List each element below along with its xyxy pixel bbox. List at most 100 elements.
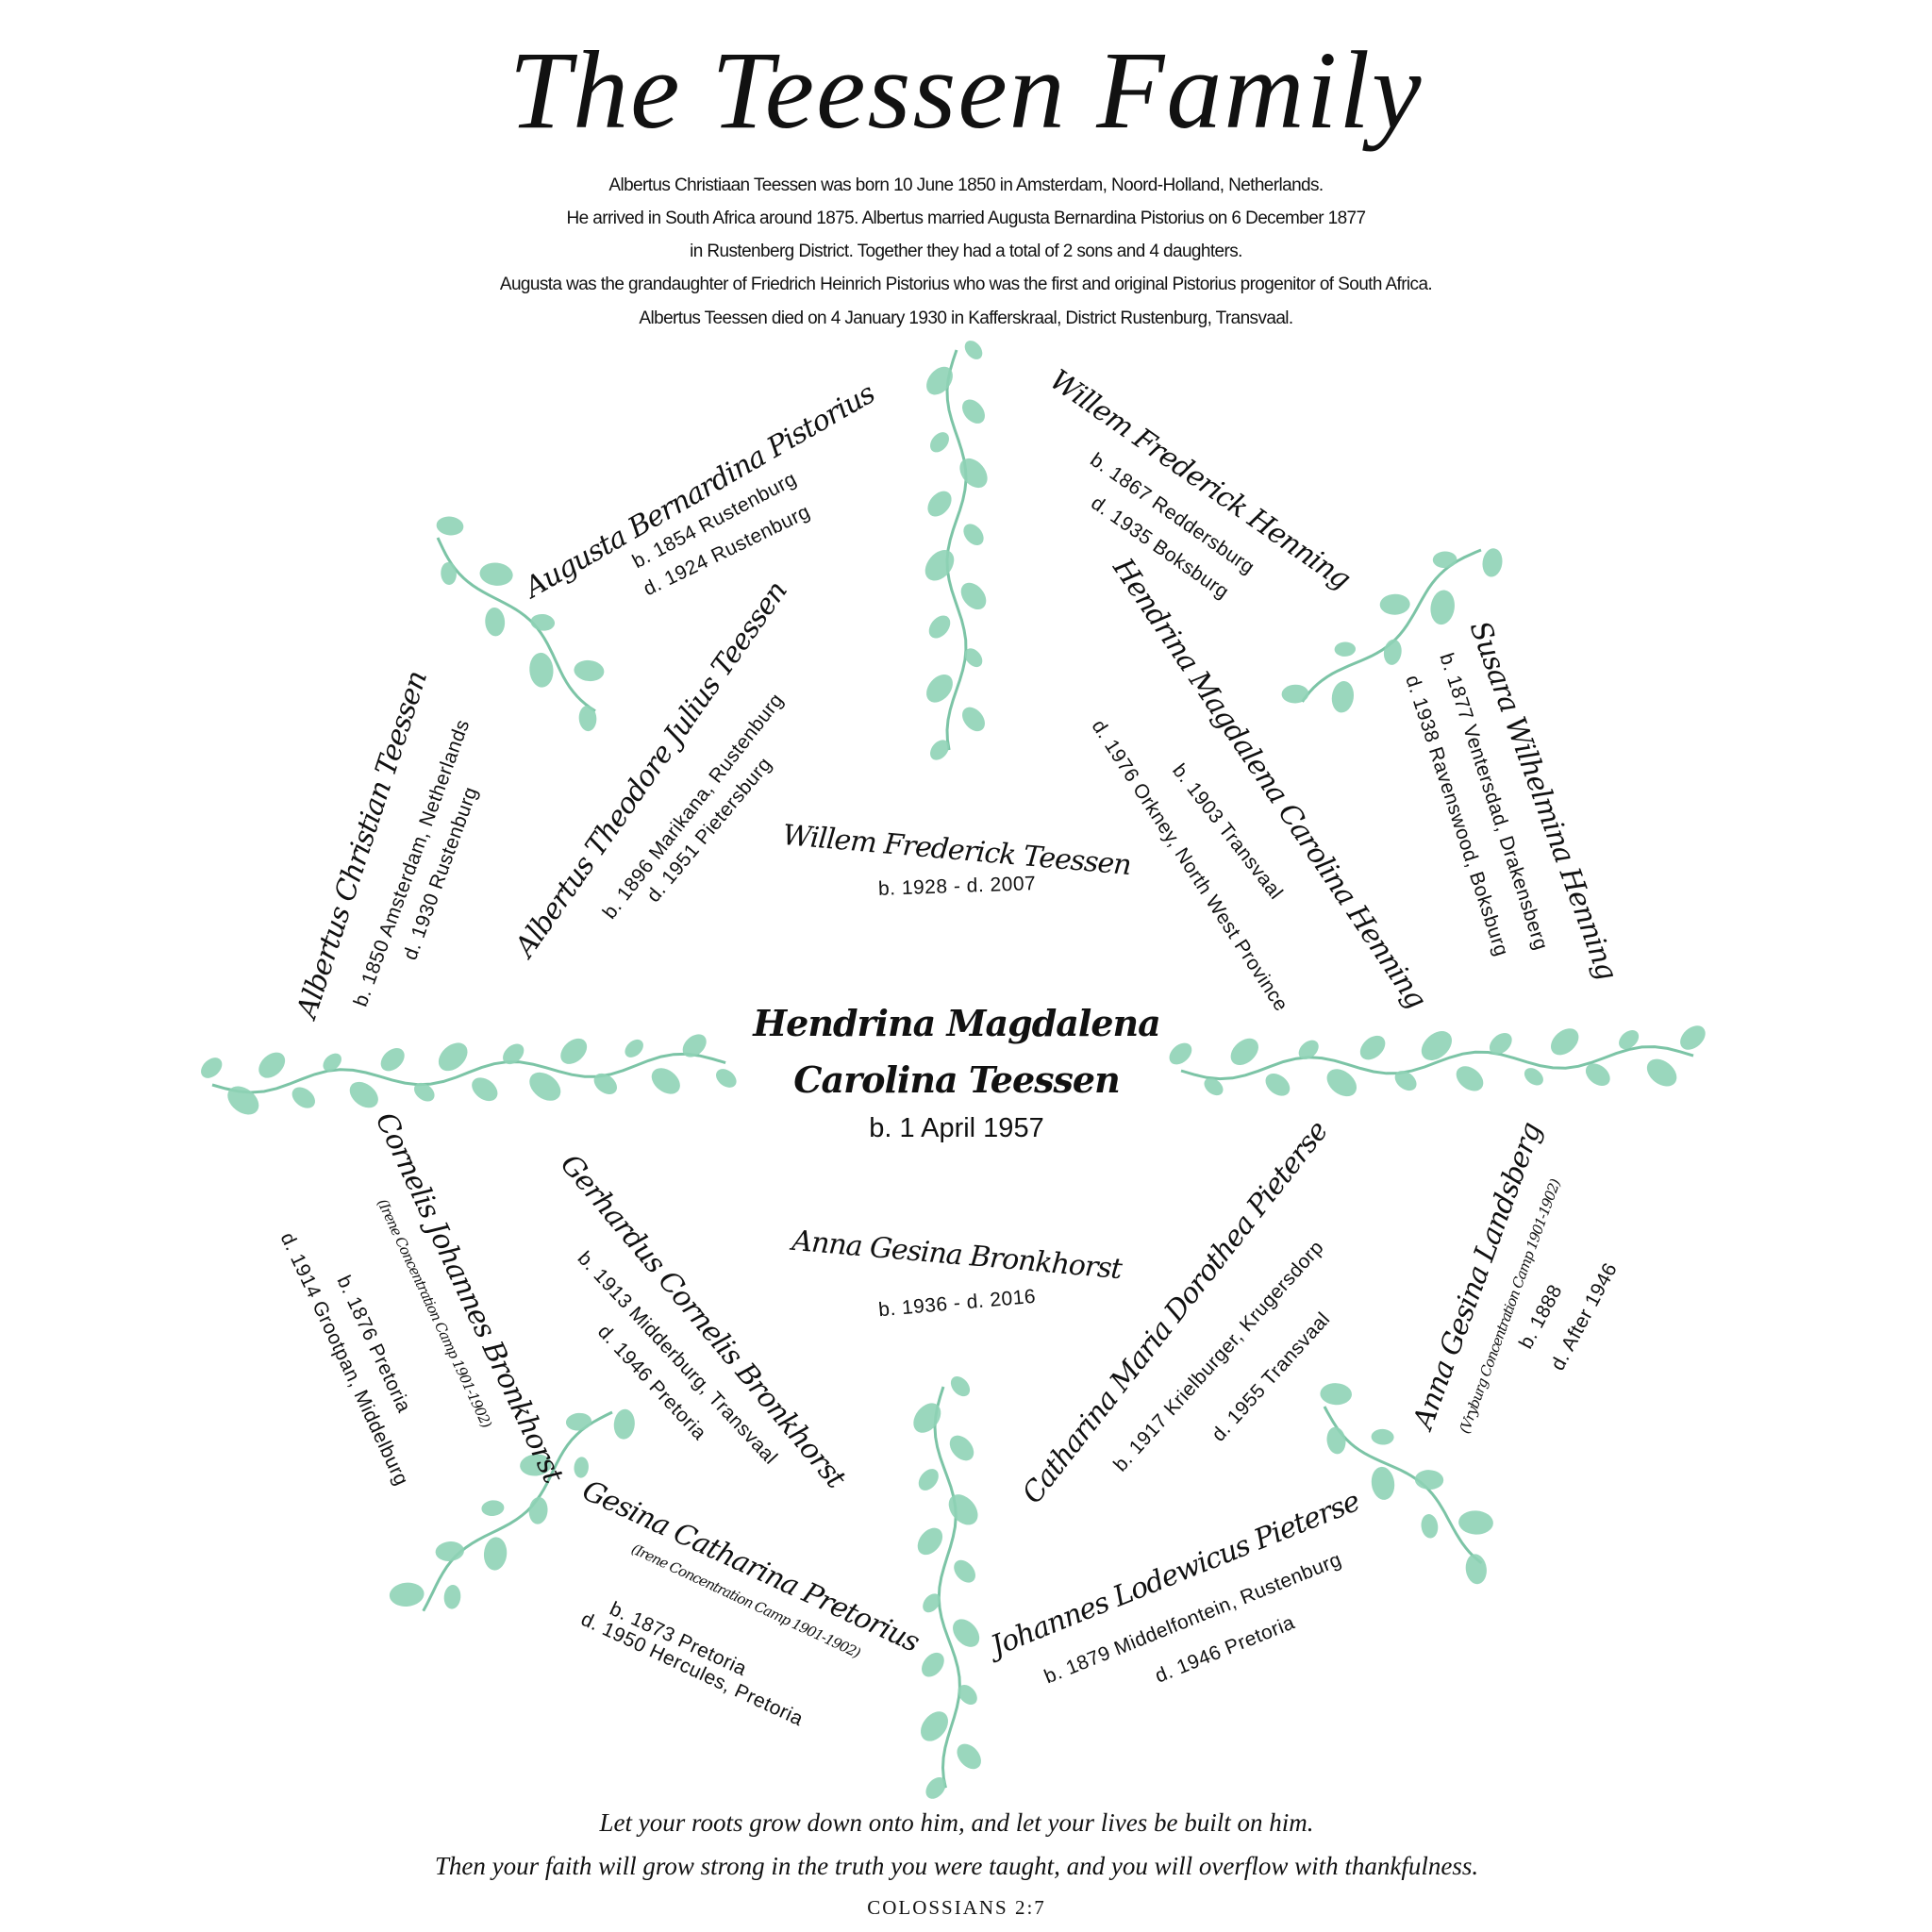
- vine-leaf: [921, 1711, 948, 1741]
- vine-leaf: [1379, 593, 1410, 615]
- vine-leaf: [1585, 1063, 1610, 1087]
- vine-stem: [436, 537, 596, 713]
- vine-leaf: [1482, 548, 1503, 577]
- vine-leaf: [380, 1048, 405, 1072]
- vine-leaf: [436, 516, 464, 536]
- vine-leaf: [613, 1408, 635, 1440]
- vine-stem: [933, 1386, 961, 1789]
- vine-leaf: [530, 613, 556, 631]
- vine-leaf: [918, 1469, 939, 1491]
- vine-stem: [1301, 548, 1482, 703]
- vine-leaf: [520, 1454, 552, 1476]
- vine-leaf: [1320, 1383, 1352, 1406]
- vine-leaf: [716, 1069, 737, 1088]
- vine-leaf: [479, 562, 513, 586]
- vine-stem: [422, 1410, 613, 1612]
- intro-line: Augusta was the grandaughter of Friedric…: [499, 275, 1433, 294]
- vine-stem: [1180, 1045, 1694, 1081]
- vine-leaf: [960, 582, 987, 610]
- vine-leaf: [922, 1652, 944, 1677]
- vine-leaf: [1524, 1068, 1543, 1086]
- vine-leaf: [438, 1042, 468, 1072]
- vine-leaf: [578, 705, 597, 732]
- vine-leaf: [1394, 1071, 1417, 1091]
- vine-leaf: [1265, 1073, 1291, 1096]
- vine-leaf: [201, 1058, 223, 1078]
- intro-line: Albertus Teessen died on 4 January 1930 …: [639, 308, 1293, 328]
- vine-leaf: [1298, 1040, 1319, 1059]
- vine-leaf: [917, 1527, 943, 1556]
- vine-leaf: [953, 1619, 980, 1647]
- vine-leaf: [1169, 1042, 1192, 1065]
- vine-leaf: [441, 562, 457, 585]
- vine-leaf: [574, 1457, 589, 1478]
- subject-birth: b. 1 April 1957: [869, 1113, 1044, 1143]
- vine-leaf: [593, 1073, 617, 1094]
- vine-leaf: [954, 1559, 975, 1583]
- poster-title: The Teessen Family: [508, 28, 1424, 152]
- intro-line: in Rustenberg District. Together they ha…: [690, 242, 1242, 261]
- vine-leaf: [1331, 680, 1355, 713]
- vine-leaf: [1430, 590, 1455, 625]
- vine-leaf: [1204, 1077, 1224, 1096]
- vine-leaf: [1680, 1025, 1706, 1050]
- vine-leaf: [930, 740, 949, 760]
- vine-leaf: [928, 615, 951, 639]
- vine-leaf: [651, 1068, 680, 1094]
- vine-leaf: [930, 432, 949, 453]
- vine-leaf: [962, 399, 985, 424]
- vine-leaf: [443, 1585, 461, 1609]
- vine-leaf: [481, 1500, 505, 1517]
- vine-leaf: [957, 1743, 981, 1770]
- quote-reference: COLOSSIANS 2:7: [867, 1896, 1046, 1919]
- vine-leaf: [948, 1494, 978, 1525]
- vine-leaf: [926, 674, 953, 703]
- vine-leaf: [923, 1593, 941, 1613]
- intro-line: He arrived in South Africa around 1875. …: [566, 208, 1367, 228]
- subject-name-line2: Carolina Teessen: [793, 1058, 1120, 1101]
- vine-stem: [211, 1052, 726, 1094]
- vine-leaf: [503, 1043, 525, 1065]
- vine-leaf: [1326, 1069, 1357, 1097]
- vine-stem: [1323, 1406, 1483, 1565]
- vine-leaf: [1281, 684, 1309, 704]
- vine-leaf: [949, 1435, 974, 1461]
- vine-leaf: [958, 1684, 977, 1706]
- vine-leaf: [414, 1082, 435, 1102]
- vine-leaf: [1646, 1058, 1677, 1087]
- quote-line1: Let your roots grow down onto him, and l…: [599, 1808, 1314, 1837]
- vine-leaf: [528, 1496, 548, 1524]
- vine-leaf: [435, 1541, 464, 1561]
- vine-leaf: [1359, 1035, 1386, 1060]
- vine-leaf: [529, 652, 554, 688]
- vine-leaf: [1551, 1028, 1579, 1056]
- vine-leaf: [483, 1537, 508, 1571]
- vine-leaf: [924, 550, 955, 581]
- vine-leaf: [1421, 1514, 1439, 1539]
- vine-leaf: [682, 1034, 707, 1058]
- vine-leaf: [913, 1403, 941, 1433]
- quote-line2: Then your faith will grow strong in the …: [434, 1852, 1479, 1880]
- vine-leaf: [925, 1776, 946, 1799]
- vine-leaf: [927, 491, 952, 517]
- vine-leaf: [1371, 1466, 1395, 1500]
- vine-leaf: [625, 1039, 643, 1058]
- vine-leaf: [323, 1053, 341, 1072]
- vine-leaf: [560, 1038, 588, 1064]
- vine-leaf: [574, 659, 605, 682]
- vine-leaf: [1458, 1510, 1493, 1535]
- vine-leaf: [1383, 639, 1402, 665]
- vine-leaf: [529, 1072, 561, 1101]
- vine-leaf: [485, 608, 506, 637]
- vine-leaf: [1432, 551, 1457, 569]
- vine-leaf: [1414, 1470, 1444, 1491]
- vine-leaf: [389, 1582, 425, 1607]
- vine-leaf: [962, 707, 985, 732]
- vine-leaf: [959, 458, 988, 489]
- vine-leaf: [1371, 1428, 1394, 1445]
- vine-leaf: [1230, 1038, 1258, 1066]
- vine-leaf: [1619, 1029, 1640, 1050]
- vine-leaf: [926, 366, 953, 395]
- vine-leaf: [565, 1412, 592, 1431]
